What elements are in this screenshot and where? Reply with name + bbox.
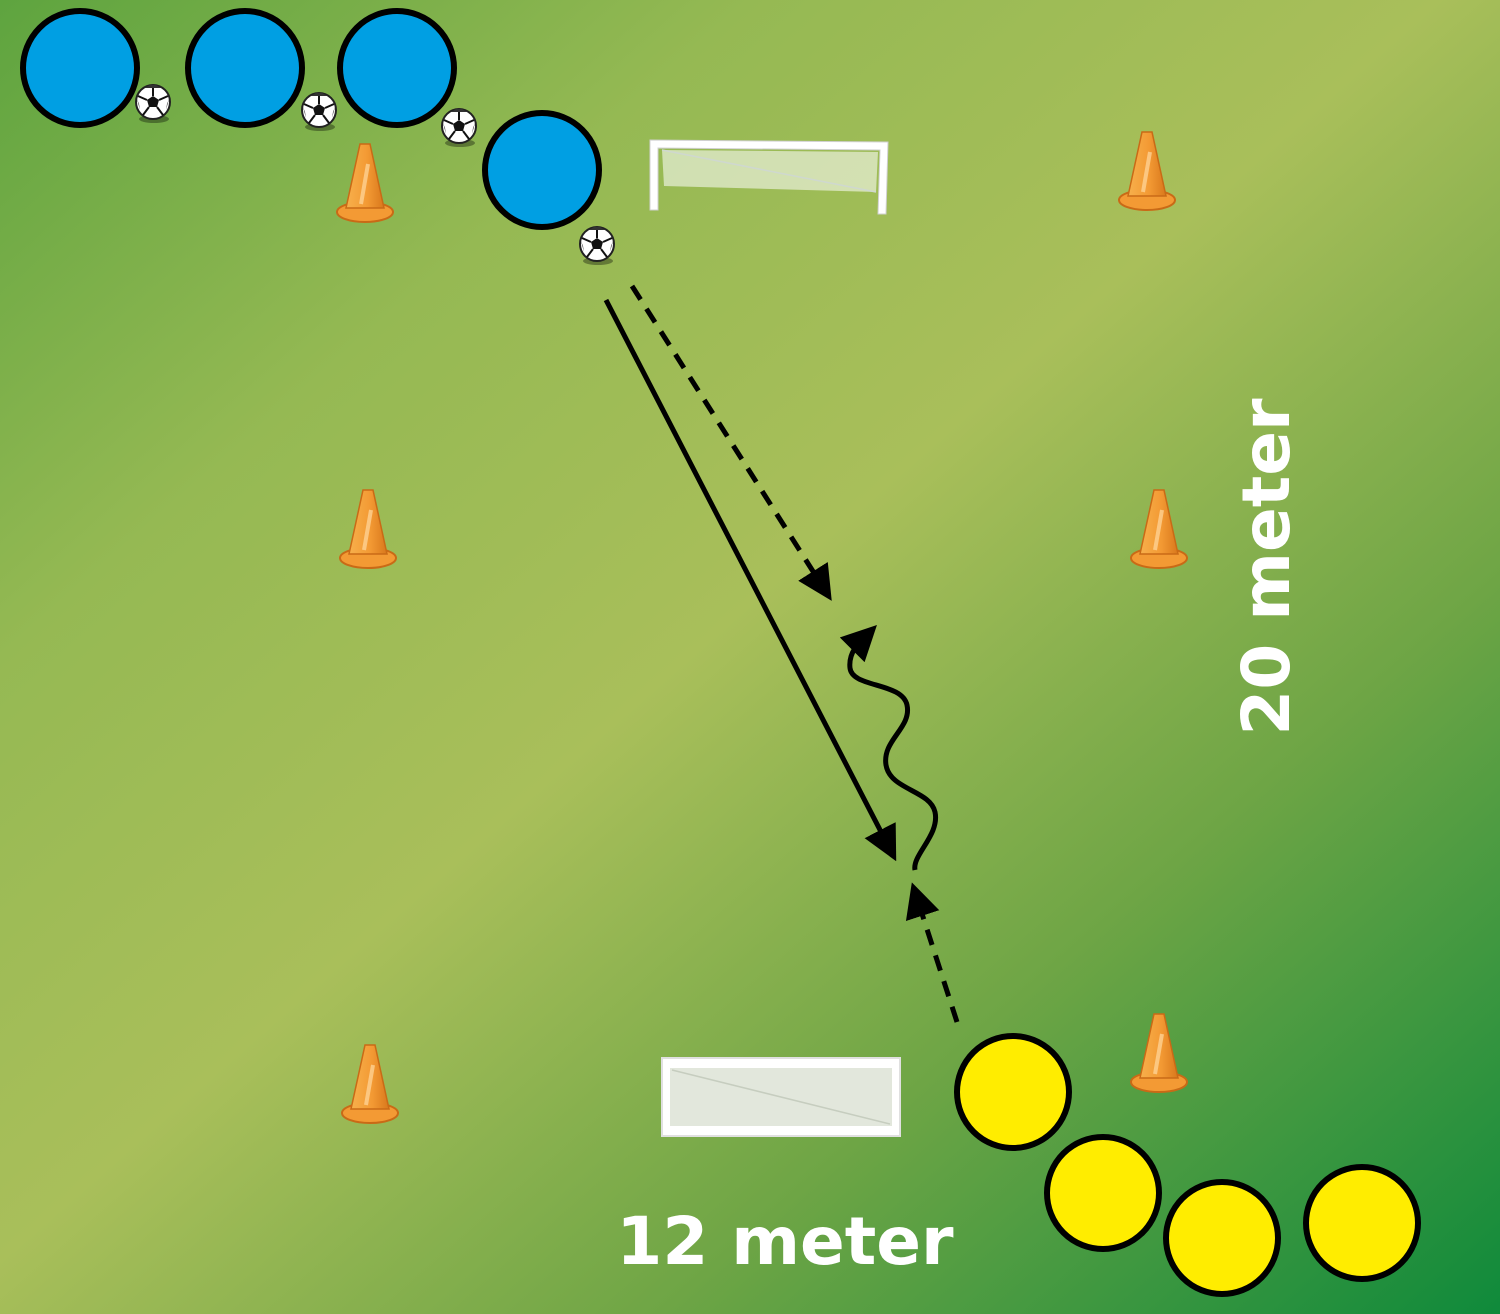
blue-player [482,110,602,230]
goal-bottom [661,1057,901,1137]
yellow-player [1303,1164,1421,1282]
ball-icon [135,84,171,124]
ball-icon [579,226,615,266]
run-line-yellow [905,882,960,1023]
yellow-player [1163,1179,1281,1297]
blue-player [20,8,140,128]
pass-line [603,298,897,862]
ball-icon [301,92,337,132]
goal-top [649,139,889,215]
ball-icon [441,108,477,148]
dribble-line [839,625,939,871]
blue-player [185,8,305,128]
yellow-player [1044,1134,1162,1252]
blue-player [337,8,457,128]
width-label: 12 meter [616,1203,954,1280]
run-line-blue [629,284,832,601]
yellow-player [954,1033,1072,1151]
length-label: 20 meter [1228,398,1305,736]
